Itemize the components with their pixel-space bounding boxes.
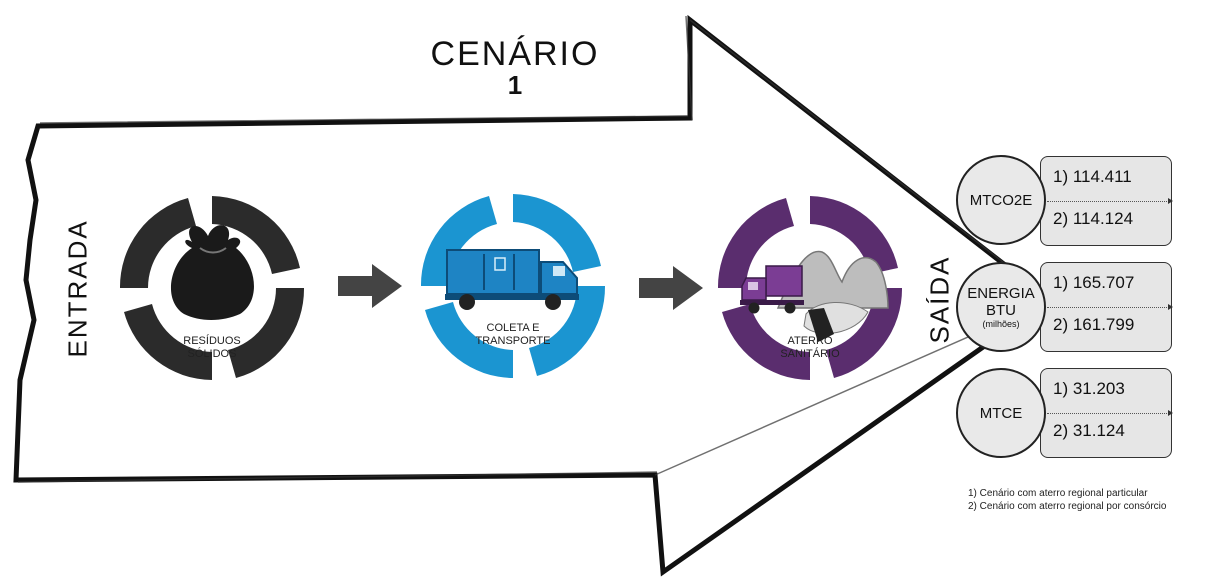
- divider: [1047, 307, 1171, 308]
- landfill-icon: [740, 250, 889, 342]
- value-scenario-1: 1) 114.411: [1053, 167, 1132, 186]
- value-scenario-2: 2) 114.124: [1053, 209, 1134, 228]
- entrada-label: ENTRADA: [62, 219, 93, 358]
- garbage-bag-icon: [170, 225, 254, 320]
- value-scenario-1: 1) 165.707: [1053, 273, 1135, 292]
- divider: [1047, 413, 1171, 414]
- coleta-cycle-ring: [420, 194, 606, 378]
- value-scenario-1: 1) 31.203: [1053, 379, 1125, 398]
- flow-arrow-1: [338, 264, 402, 308]
- divider: [1047, 201, 1171, 202]
- output-badge-mtce: MTCE: [956, 368, 1046, 458]
- garbage-truck-icon: [445, 249, 579, 310]
- value-scenario-2: 2) 31.124: [1053, 421, 1125, 440]
- arrow-tip-icon: [1168, 304, 1173, 310]
- output-panel-energia: 1) 165.707 2) 161.799: [1040, 262, 1173, 352]
- title-text: CENÁRIO: [430, 35, 600, 73]
- residuos-cycle-ring: [119, 196, 305, 380]
- stage-label-residuos: RESÍDUOS SÓLIDOS: [183, 335, 241, 360]
- output-panel-mtco2e: 1) 114.411 2) 114.124: [1040, 156, 1173, 246]
- output-badge-mtco2e: MTCO2E: [956, 155, 1046, 245]
- footnote-1: 1) Cenário com aterro regional particula…: [968, 488, 1148, 499]
- scenario-number: 1: [507, 70, 523, 100]
- stage-label-coleta: COLETA E TRANSPORTE: [475, 322, 551, 347]
- footnote-2: 2) Cenário com aterro regional por consó…: [968, 501, 1167, 512]
- arrow-tip-icon: [1168, 410, 1173, 416]
- flow-arrow-2: [639, 266, 703, 310]
- value-scenario-2: 2) 161.799: [1053, 315, 1135, 334]
- scenario-title: CENÁRIO 1: [410, 36, 620, 98]
- output-panel-mtce: 1) 31.203 2) 31.124: [1040, 368, 1173, 458]
- saida-label: SAÍDA: [924, 255, 955, 344]
- arrow-tip-icon: [1168, 198, 1173, 204]
- aterro-cycle-ring: [717, 196, 903, 380]
- output-badge-energia: ENERGIA BTU (milhões): [956, 262, 1046, 352]
- stage-label-aterro: ATERRO SANITÁRIO: [780, 335, 840, 360]
- footnotes: 1) Cenário com aterro regional particula…: [968, 487, 1166, 513]
